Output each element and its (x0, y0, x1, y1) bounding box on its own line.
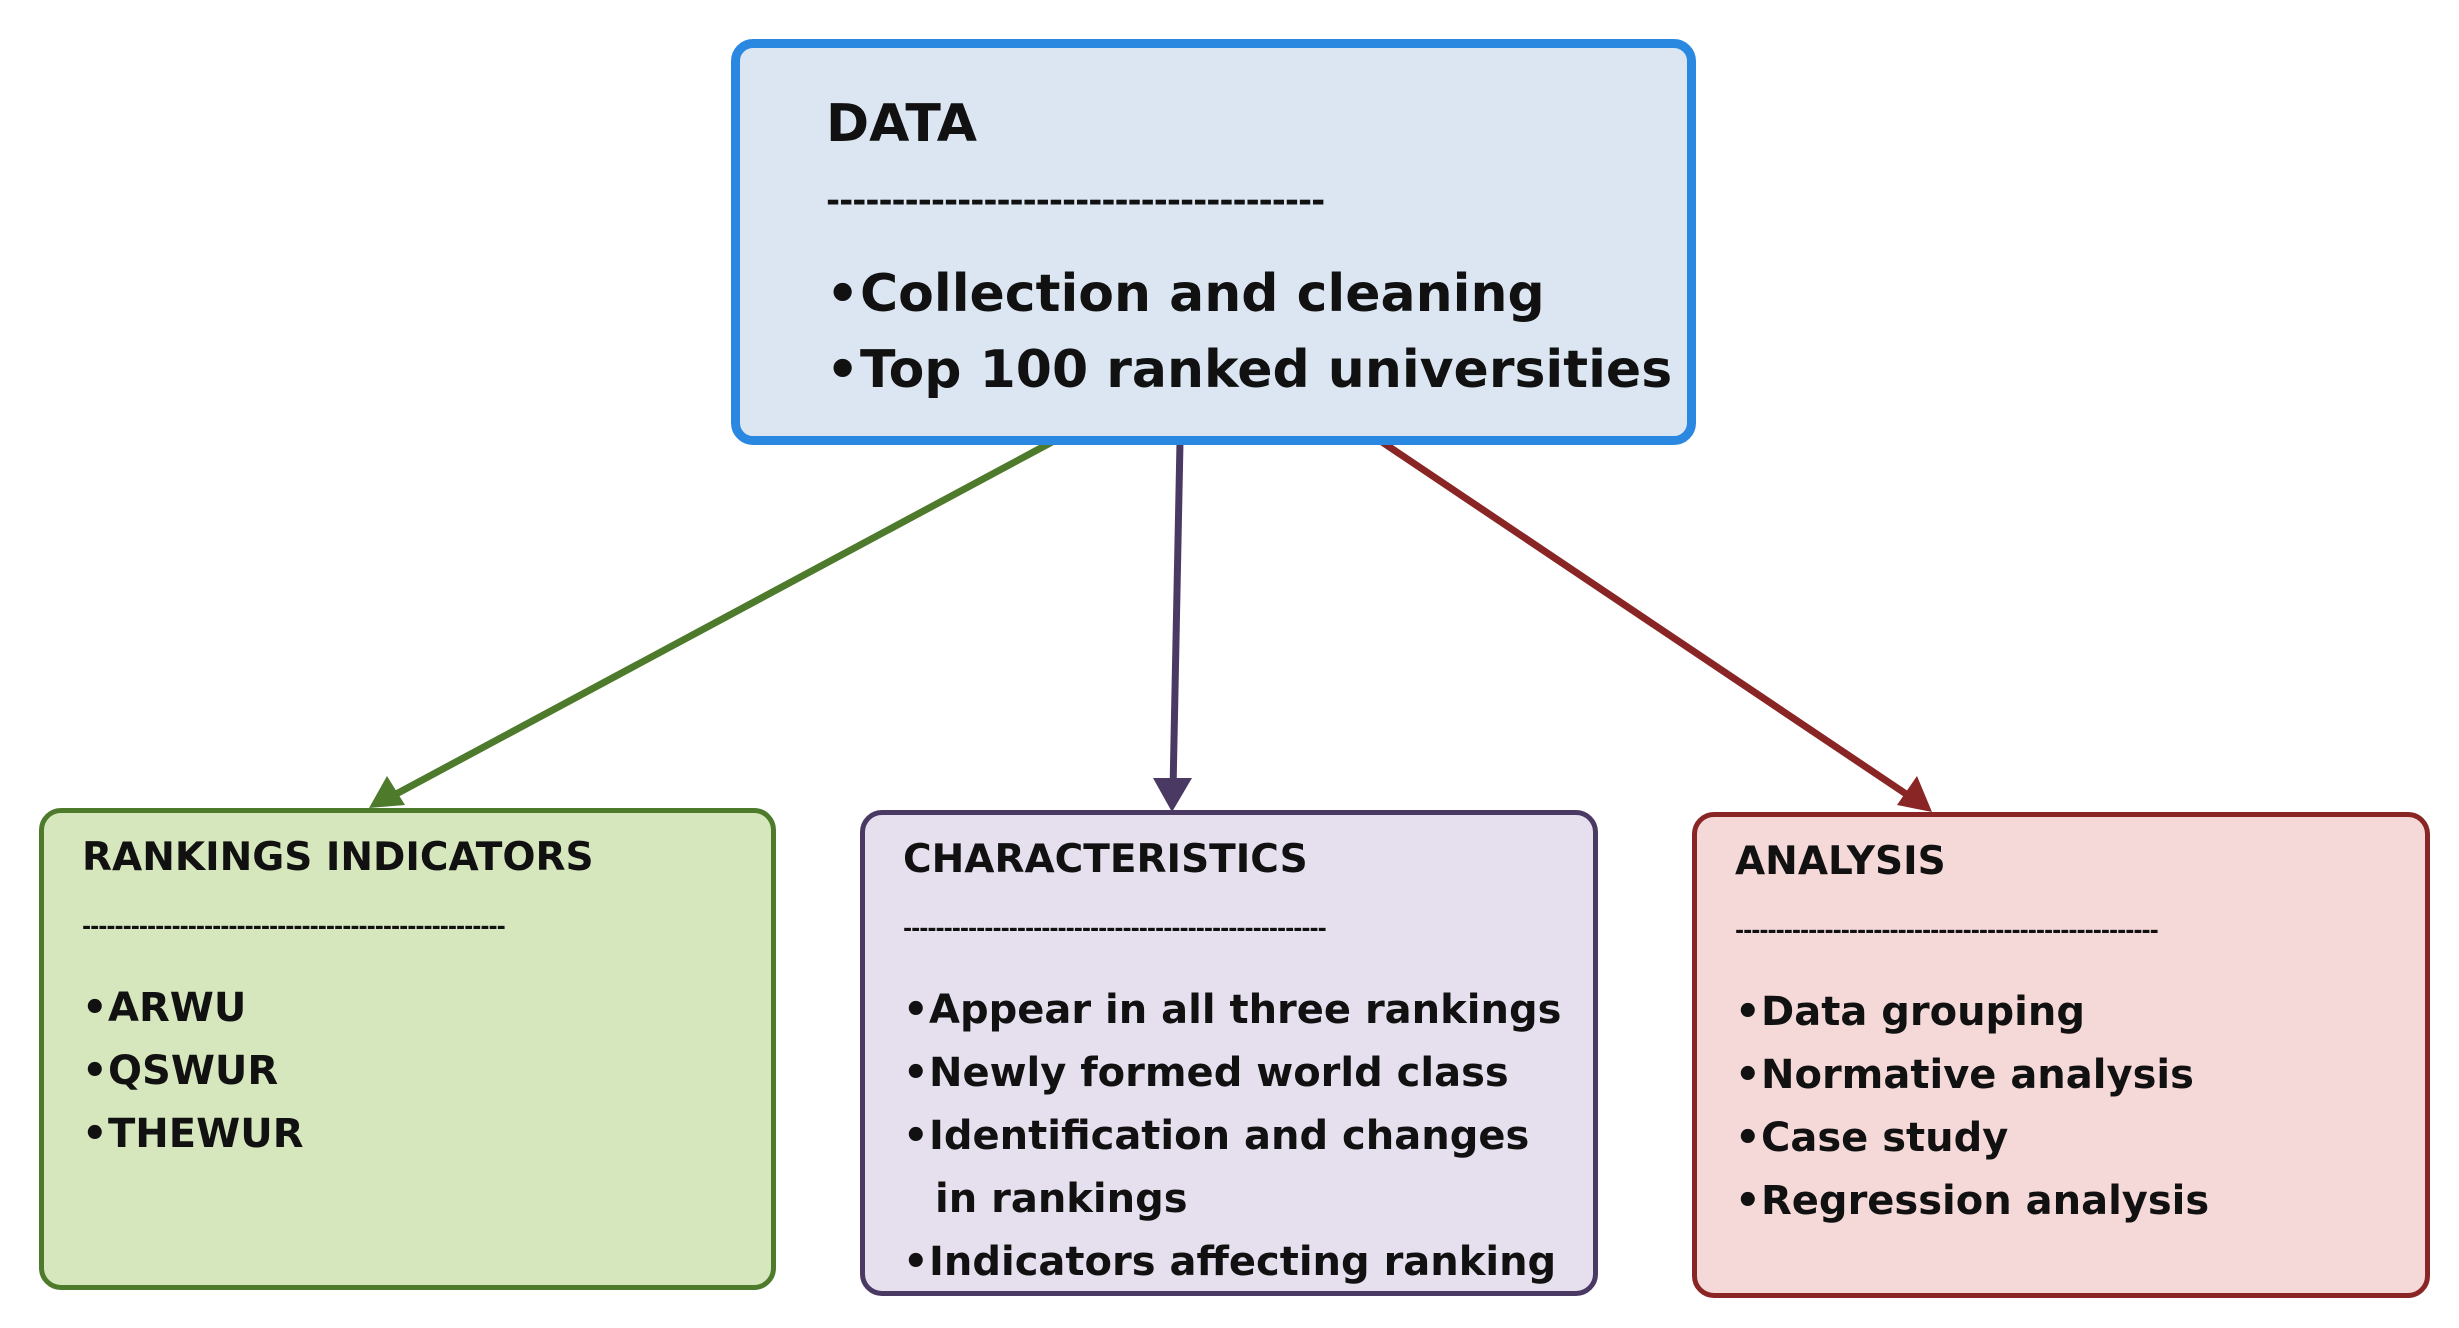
list-item: Case study (1735, 1107, 2405, 1170)
characteristics-box-title: CHARACTERISTICS (903, 837, 1308, 882)
arrowhead-rankings (369, 776, 405, 808)
list-item: Normative analysis (1735, 1044, 2405, 1107)
arrow-to-rankings (383, 438, 1054, 804)
list-item: THEWUR (82, 1103, 751, 1166)
list-item: Collection and cleaning (826, 256, 1667, 332)
characteristics-box: CHARACTERISTICS ------------------------… (860, 810, 1598, 1296)
rankings-box-divider: ----------------------------------------… (82, 917, 506, 939)
analysis-box-divider: ----------------------------------------… (1735, 921, 2159, 943)
characteristics-box-list: Appear in all three rankings Newly forme… (903, 979, 1573, 1294)
arrowhead-characteristics (1153, 778, 1192, 812)
list-item: Top 100 ranked universities (826, 332, 1672, 408)
list-item: Data grouping (1735, 981, 2405, 1044)
data-box-list: Collection and cleaning Top 100 ranked u… (826, 256, 1672, 408)
data-box-title: DATA (826, 94, 978, 154)
rankings-box-title: RANKINGS INDICATORS (82, 835, 594, 880)
arrow-to-characteristics (1169, 441, 1184, 791)
list-item: Indicators affecting ranking (903, 1231, 1573, 1294)
characteristics-box-divider: ----------------------------------------… (903, 919, 1327, 941)
list-item: Appear in all three rankings (903, 979, 1573, 1042)
list-item: QSWUR (82, 1040, 751, 1103)
rankings-indicators-box: RANKINGS INDICATORS --------------------… (39, 808, 776, 1290)
rankings-box-list: ARWU QSWUR THEWUR (82, 977, 751, 1166)
list-item-continuation: in rankings (935, 1176, 1188, 1222)
arrow-to-analysis (1380, 439, 1917, 803)
analysis-box: ANALYSIS -------------------------------… (1692, 812, 2430, 1298)
analysis-box-list: Data grouping Normative analysis Case st… (1735, 981, 2405, 1233)
data-box: DATA -----------------------------------… (731, 39, 1696, 445)
list-item: Newly formed world class (903, 1042, 1573, 1105)
list-item: ARWU (82, 977, 751, 1040)
data-box-divider: -------------------------------------- (826, 184, 1325, 218)
arrowhead-analysis (1897, 776, 1932, 812)
list-item: Regression analysis (1735, 1170, 2405, 1233)
analysis-box-title: ANALYSIS (1735, 839, 1946, 884)
list-item: Identification and changes (903, 1105, 1573, 1168)
